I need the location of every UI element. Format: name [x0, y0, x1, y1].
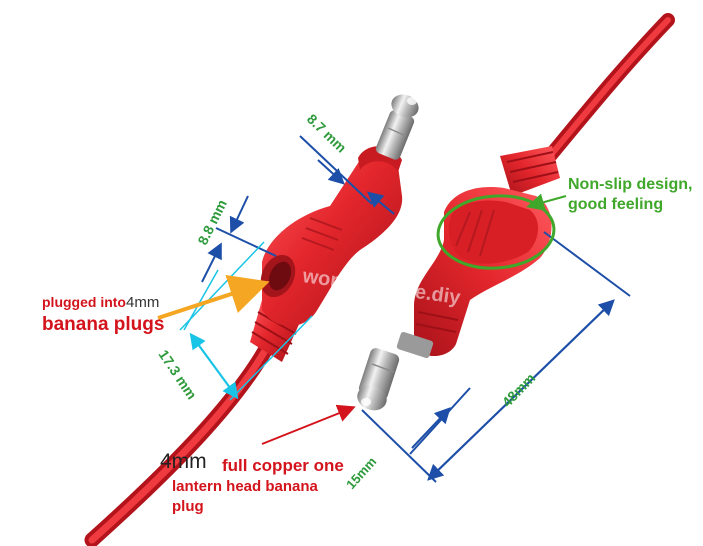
copper-arrow [261, 404, 356, 445]
plugged-label-text: plugged into [42, 294, 126, 310]
plugged-label-4mm: 4mm [125, 294, 160, 311]
copper-label-line1: full copper one [222, 456, 344, 475]
dimension-lines [179, 135, 631, 483]
nonslip-label-line1: Non-slip design, [568, 176, 693, 193]
nonslip-label-line2: good feeling [568, 196, 664, 213]
dim-8-8-label: 8.8 mm [194, 197, 230, 247]
dim-17-3-label: 17.3 mm [156, 347, 201, 402]
dim-15-label: 15mm [343, 454, 379, 492]
left-plug-body [262, 152, 403, 326]
right-plug [357, 13, 675, 411]
dim-8-7-label: 8.7 mm [304, 111, 350, 156]
plugged-label-line2: banana plugs [42, 314, 165, 335]
left-banana-pin [375, 94, 419, 160]
dim-48-label: 48mm [499, 370, 539, 410]
right-banana-pin [357, 331, 434, 411]
plugged-arrow [157, 274, 270, 320]
copper-label-4mm: 4mm [160, 450, 207, 473]
copper-label-line2: lantern head banana [172, 478, 318, 495]
nonslip-pointer [526, 193, 567, 211]
copper-label-line3: plug [172, 498, 204, 515]
right-strain-relief [500, 146, 560, 196]
plugged-label-line1: plugged into4mm [42, 294, 159, 311]
nonslip-highlight-ellipse [436, 194, 556, 270]
right-grip-pad [448, 200, 539, 264]
